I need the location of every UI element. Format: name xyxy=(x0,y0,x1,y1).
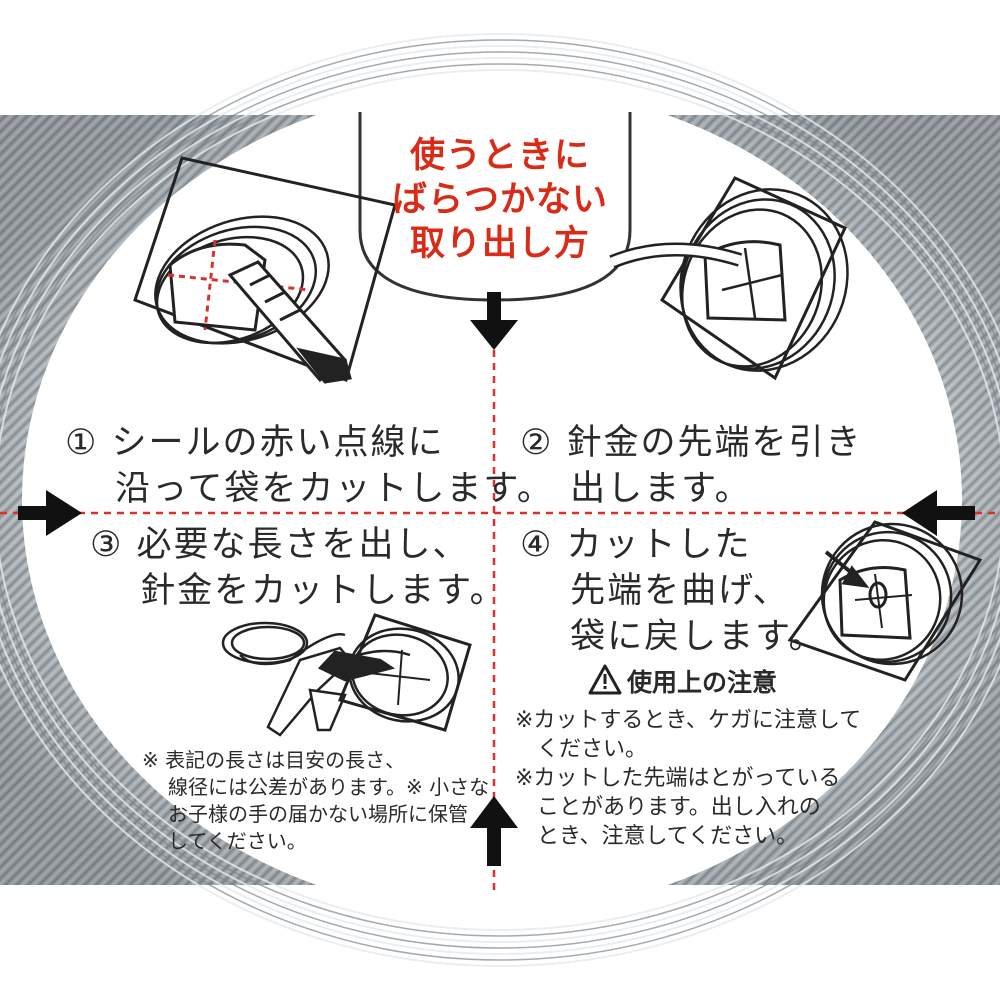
step4-illustration xyxy=(787,520,983,682)
step3-line-1: ③ 必要な長さを出し、 xyxy=(90,525,470,565)
arrow-up-icon xyxy=(470,796,518,866)
title-line-1: 使うときに xyxy=(409,136,590,176)
step4-line-1: ④ カットした xyxy=(520,525,752,565)
step1-line-1: ① シールの赤い点線に xyxy=(65,423,445,463)
step1-illustration xyxy=(133,156,397,384)
step1-text: ① シールの赤い点線に 沿って袋をカットします。 xyxy=(65,420,554,512)
title-line-2: ばらつかない xyxy=(391,180,608,220)
caution-line-4: ことがあります。出し入れの xyxy=(515,795,821,820)
caution-list: ※カットするとき、ケガに注意して ください。 ※カットした先端はとがっている こ… xyxy=(515,706,861,851)
instruction-title: 使うときに ばらつかない 取り出し方 xyxy=(372,134,628,266)
step1-line-2: 沿って袋をカットします。 xyxy=(65,469,554,509)
note-line-1: ※ 表記の長さは目安の長さ、 xyxy=(142,748,406,772)
step4-text: ④ カットした 先端を曲げ、 袋に戻します。 xyxy=(520,522,826,660)
step4-line-2: 先端を曲げ、 xyxy=(520,571,790,611)
step2-line-1: ② 針金の先端を引き xyxy=(520,423,863,463)
note-line-2: 線径には公差があります。※ 小さな xyxy=(168,775,490,799)
arrow-left-icon xyxy=(902,490,975,536)
warning-icon xyxy=(588,664,622,695)
step2-line-2: 出します。 xyxy=(520,469,752,509)
caution-line-3: ※カットした先端はとがっている xyxy=(515,766,841,791)
note-line-3: お子様の手の届かない場所に保管 xyxy=(168,802,468,826)
caution-line-5: とき、注意してください。 xyxy=(515,824,799,849)
caution-line-2: ください。 xyxy=(515,737,648,762)
title-line-3: 取り出し方 xyxy=(409,224,590,264)
step2-text: ② 針金の先端を引き 出します。 xyxy=(520,420,863,512)
arrow-right-icon xyxy=(18,490,82,536)
step3-line-2: 針金をカットします。 xyxy=(90,571,507,611)
arrow-down-icon xyxy=(470,292,518,350)
length-note: ※ 表記の長さは目安の長さ、 線径には公差があります。※ 小さな お子様の手の届… xyxy=(142,747,489,855)
step3-text: ③ 必要な長さを出し、 針金をカットします。 xyxy=(90,522,507,614)
step3-illustration xyxy=(221,613,472,737)
step4-line-3: 袋に戻します。 xyxy=(520,617,826,657)
step2-illustration xyxy=(609,176,849,381)
note-line-4: してください。 xyxy=(168,829,307,853)
caution-heading: 使用上の注意 xyxy=(627,668,778,697)
caution-line-1: ※カットするとき、ケガに注意して xyxy=(515,708,862,733)
